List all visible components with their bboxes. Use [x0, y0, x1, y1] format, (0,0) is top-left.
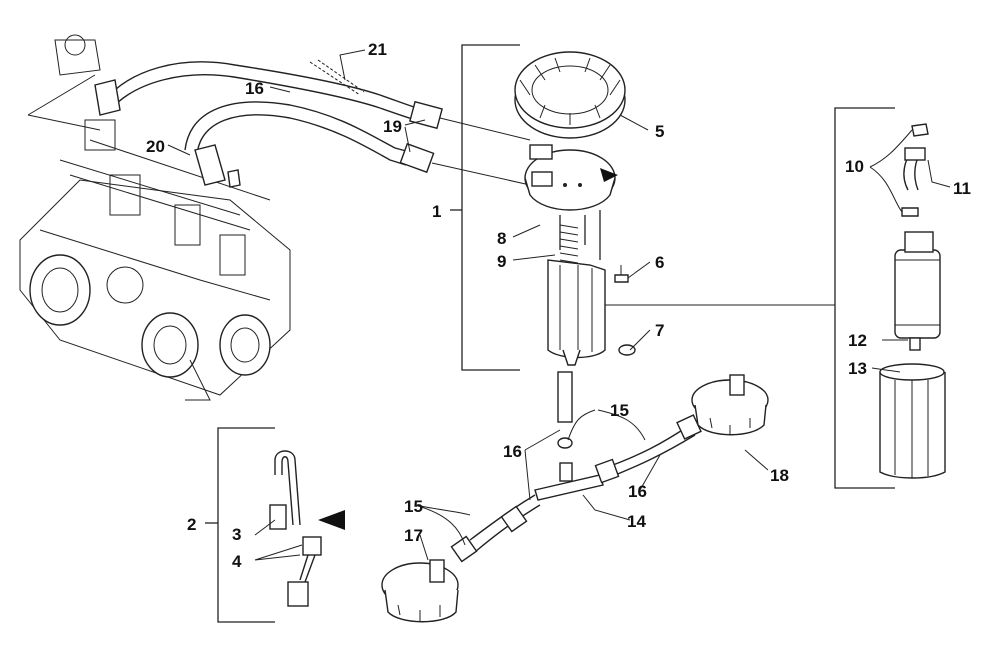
callout-14: 14	[627, 512, 646, 531]
callout-labels: 21 16 19 20 5 1 8 9 6 7 10 11 12 13 15 1…	[146, 40, 971, 571]
callout-15-upper: 15	[610, 401, 629, 420]
callout-leaders	[167, 49, 951, 561]
fuel-hoses-upper	[94, 59, 531, 188]
nut-7	[618, 344, 636, 356]
fuel-pump-lock-ring	[514, 51, 626, 139]
pump-detail-bracket	[834, 107, 895, 489]
callout-21: 21	[368, 40, 387, 59]
callout-17: 17	[404, 526, 423, 545]
fuel-pump-detail	[879, 123, 946, 479]
fuel-pump-assembly-bracket	[450, 44, 520, 371]
screw-6	[614, 265, 629, 283]
callout-11: 11	[953, 179, 971, 198]
harness-bracket	[205, 427, 275, 623]
callout-3: 3	[232, 525, 241, 544]
callout-6: 6	[655, 253, 664, 272]
callout-20: 20	[146, 137, 165, 156]
callout-19: 19	[383, 117, 402, 136]
lower-fuel-lines	[450, 371, 702, 563]
callout-7: 7	[655, 321, 664, 340]
engine-throttle-body-illustration	[19, 34, 291, 401]
callout-10: 10	[845, 157, 864, 176]
callout-5: 5	[655, 122, 664, 141]
callout-1: 1	[432, 202, 441, 221]
fuel-pickup-18	[691, 374, 769, 436]
wire-harness	[269, 450, 345, 607]
callout-9: 9	[497, 252, 506, 271]
callout-18: 18	[770, 466, 789, 485]
callout-13: 13	[848, 359, 867, 378]
callout-12: 12	[848, 331, 867, 350]
callout-16-right: 16	[628, 482, 647, 501]
callout-4: 4	[232, 552, 242, 571]
fuel-pump-module	[524, 144, 618, 366]
callout-16-top: 16	[245, 79, 264, 98]
callout-16-mid: 16	[503, 442, 522, 461]
callout-8: 8	[497, 229, 506, 248]
callout-2: 2	[187, 515, 196, 534]
callout-15-lower: 15	[404, 497, 423, 516]
fuel-pickup-17	[381, 559, 459, 623]
